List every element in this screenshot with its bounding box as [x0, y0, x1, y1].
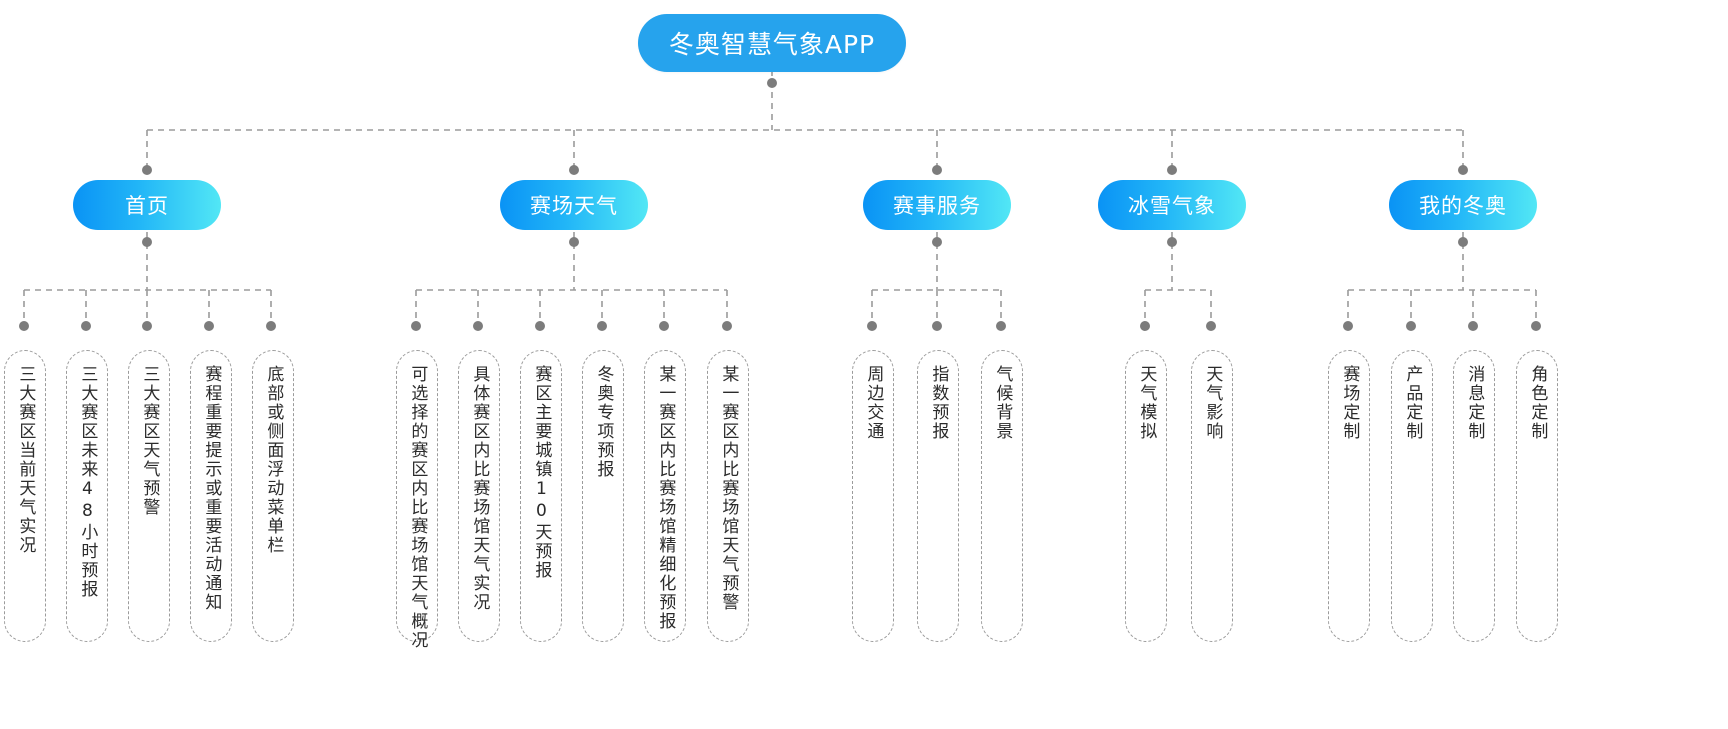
leaf-node-label: 赛区主要城镇10天预报 — [531, 365, 552, 580]
leaf-node[interactable]: 冬奥专项预报 — [582, 350, 624, 642]
leaf-node-label: 角色定制 — [1527, 365, 1548, 441]
branch-node-event-service[interactable]: 赛事服务 — [863, 180, 1011, 230]
leaf-node-label: 三大赛区未来48小时预报 — [77, 365, 98, 599]
leaf-node[interactable]: 底部或侧面浮动菜单栏 — [252, 350, 294, 642]
leaf-node-label: 产品定制 — [1402, 365, 1423, 441]
leaf-node-label: 某一赛区内比赛场馆精细化预报 — [655, 365, 676, 631]
leaf-node-label: 赛场定制 — [1339, 365, 1360, 441]
leaf-node-label: 三大赛区天气预警 — [139, 365, 160, 517]
leaf-node[interactable]: 具体赛区内比赛场馆天气实况 — [458, 350, 500, 642]
leaf-node-label: 气候背景 — [992, 365, 1013, 441]
leaf-node-label: 某一赛区内比赛场馆天气预警 — [718, 365, 739, 612]
root-node-label: 冬奥智慧气象APP — [668, 30, 876, 59]
leaf-node[interactable]: 天气影响 — [1191, 350, 1233, 642]
leaf-node-label: 三大赛区当前天气实况 — [15, 365, 36, 555]
leaf-node[interactable]: 可选择的赛区内比赛场馆天气概况 — [396, 350, 438, 650]
branch-node-label: 冰雪气象 — [1128, 194, 1216, 218]
leaf-node-label: 赛程重要提示或重要活动通知 — [201, 365, 222, 612]
branch-node-label: 我的冬奥 — [1419, 194, 1507, 218]
branch-node-my-olympics[interactable]: 我的冬奥 — [1389, 180, 1537, 230]
leaf-node-label: 冬奥专项预报 — [593, 365, 614, 479]
leaf-node[interactable]: 三大赛区天气预警 — [128, 350, 170, 642]
leaf-node-label: 底部或侧面浮动菜单栏 — [263, 365, 284, 555]
leaf-node[interactable]: 周边交通 — [852, 350, 894, 642]
leaf-node-label: 天气影响 — [1202, 365, 1223, 441]
root-node-app-title[interactable]: 冬奥智慧气象APP — [638, 14, 906, 72]
leaf-node[interactable]: 气候背景 — [981, 350, 1023, 642]
leaf-node[interactable]: 角色定制 — [1516, 350, 1558, 642]
leaf-node[interactable]: 某一赛区内比赛场馆精细化预报 — [644, 350, 686, 642]
leaf-node[interactable]: 三大赛区当前天气实况 — [4, 350, 46, 642]
branch-node-label: 赛场天气 — [530, 194, 618, 218]
leaf-node-label: 消息定制 — [1464, 365, 1485, 441]
branch-node-label: 赛事服务 — [893, 194, 981, 218]
leaf-node-label: 可选择的赛区内比赛场馆天气概况 — [407, 365, 428, 650]
leaf-node[interactable]: 赛程重要提示或重要活动通知 — [190, 350, 232, 642]
leaf-node[interactable]: 三大赛区未来48小时预报 — [66, 350, 108, 642]
branch-node-snow-ice-weather[interactable]: 冰雪气象 — [1098, 180, 1246, 230]
leaf-node[interactable]: 某一赛区内比赛场馆天气预警 — [707, 350, 749, 642]
leaf-node[interactable]: 天气模拟 — [1125, 350, 1167, 642]
leaf-node-label: 天气模拟 — [1136, 365, 1157, 441]
leaf-node-label: 指数预报 — [928, 365, 949, 441]
branch-node-home[interactable]: 首页 — [73, 180, 221, 230]
branch-node-label: 首页 — [125, 194, 169, 218]
leaf-node[interactable]: 赛场定制 — [1328, 350, 1370, 642]
leaf-node[interactable]: 消息定制 — [1453, 350, 1495, 642]
leaf-node-label: 周边交通 — [863, 365, 884, 441]
leaf-node-label: 具体赛区内比赛场馆天气实况 — [469, 365, 490, 612]
leaf-node[interactable]: 赛区主要城镇10天预报 — [520, 350, 562, 642]
leaf-node[interactable]: 产品定制 — [1391, 350, 1433, 642]
branch-node-venue-weather[interactable]: 赛场天气 — [500, 180, 648, 230]
leaf-node[interactable]: 指数预报 — [917, 350, 959, 642]
